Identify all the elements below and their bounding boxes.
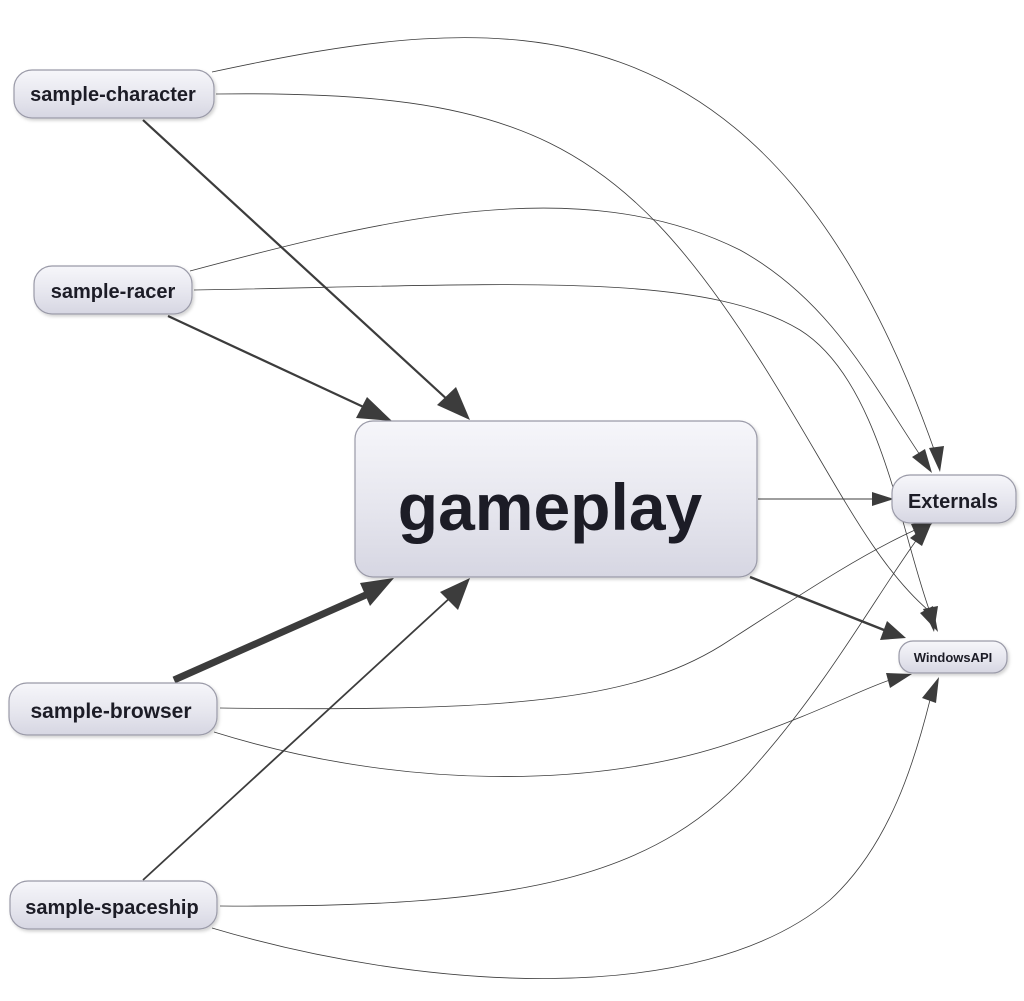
edge-sample-spaceship-windowsapi bbox=[211, 699, 931, 979]
node-sample-character[interactable]: sample-character bbox=[13, 69, 215, 119]
arrowhead-sample-character-gameplay bbox=[437, 387, 470, 420]
edge-sample-character-gameplay bbox=[142, 119, 451, 403]
edge-sample-character-windowsapi bbox=[215, 93, 929, 611]
arrowhead-gameplay-externals bbox=[872, 492, 894, 506]
node-label-windowsapi: WindowsAPI bbox=[914, 650, 993, 665]
arrowhead-sample-character-externals bbox=[929, 446, 944, 472]
edge-sample-browser-externals bbox=[219, 529, 916, 710]
arrowhead-sample-racer-externals bbox=[912, 449, 932, 473]
arrowhead-sample-spaceship-gameplay bbox=[440, 578, 470, 610]
node-label-gameplay: gameplay bbox=[398, 470, 703, 544]
arrowhead-gameplay-windowsapi bbox=[880, 621, 906, 640]
arrowhead-sample-racer-gameplay bbox=[356, 397, 392, 421]
node-sample-racer[interactable]: sample-racer bbox=[33, 265, 193, 315]
node-gameplay[interactable]: gameplay bbox=[354, 420, 758, 578]
edge-sample-browser-gameplay bbox=[172, 590, 370, 684]
edge-sample-spaceship-gameplay bbox=[142, 595, 453, 881]
arrowhead-sample-browser-windowsapi bbox=[886, 673, 912, 688]
edge-sample-browser-windowsapi bbox=[213, 679, 891, 777]
nodes: sample-character sample-racer gameplay s… bbox=[8, 69, 1017, 930]
node-sample-browser[interactable]: sample-browser bbox=[8, 682, 218, 736]
edges bbox=[142, 37, 944, 979]
node-externals[interactable]: Externals bbox=[891, 474, 1017, 524]
node-label-sample-spaceship: sample-spaceship bbox=[25, 897, 198, 919]
node-label-sample-browser: sample-browser bbox=[30, 700, 191, 723]
arrowhead-sample-racer-windowsapi bbox=[923, 606, 938, 632]
edge-gameplay-windowsapi bbox=[749, 575, 885, 632]
arrowhead-sample-browser-gameplay bbox=[360, 578, 394, 606]
node-windowsapi[interactable]: WindowsAPI bbox=[898, 640, 1008, 674]
arrowhead-sample-spaceship-windowsapi bbox=[922, 677, 939, 703]
edge-sample-racer-externals bbox=[189, 207, 921, 456]
node-label-sample-racer: sample-racer bbox=[51, 281, 176, 303]
edge-sample-spaceship-externals bbox=[219, 537, 919, 907]
arrowhead-sample-spaceship-externals bbox=[910, 522, 932, 546]
node-label-externals: Externals bbox=[908, 491, 998, 513]
edge-sample-character-externals bbox=[211, 37, 937, 456]
node-label-sample-character: sample-character bbox=[30, 84, 196, 106]
node-sample-spaceship[interactable]: sample-spaceship bbox=[9, 880, 218, 930]
edge-sample-racer-gameplay bbox=[167, 315, 371, 411]
